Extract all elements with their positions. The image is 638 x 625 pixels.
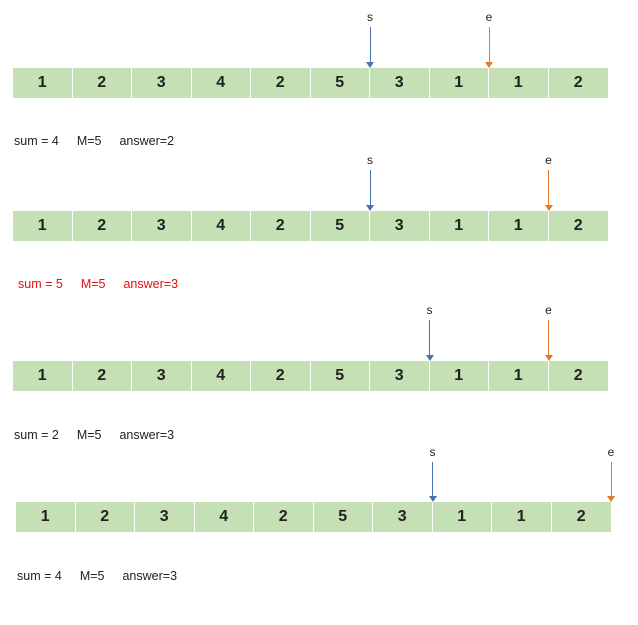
array-cell: 2 [251, 68, 311, 98]
array-cell: 1 [489, 68, 549, 98]
array-cell: 4 [191, 68, 251, 98]
sum-value: sum = 5 [18, 277, 63, 291]
start-pointer: s [360, 10, 380, 68]
sum-value: sum = 4 [17, 569, 62, 583]
array-cell: 1 [13, 68, 73, 98]
array-cell: 1 [432, 502, 492, 532]
array-cell: 4 [191, 211, 251, 241]
arrow-down-icon [366, 205, 374, 211]
arrow-shaft [369, 27, 371, 62]
array-cell: 2 [75, 502, 135, 532]
sum-value: sum = 2 [14, 428, 59, 442]
array-cell: 2 [548, 361, 608, 391]
start-pointer: s [420, 303, 440, 361]
m-value: M=5 [80, 277, 106, 291]
array-cell: 1 [13, 211, 73, 241]
status-line: sum = 4 M=5 answer=2 [14, 134, 192, 148]
start-pointer: s [360, 153, 380, 211]
end-pointer-label: e [607, 445, 615, 459]
array-cell: 1 [13, 361, 73, 391]
array-cell: 2 [551, 502, 611, 532]
m-value: M=5 [76, 428, 102, 442]
arrow-down-icon [425, 355, 434, 361]
arrow-shaft [610, 462, 612, 496]
arrow-shaft [429, 320, 430, 355]
start-pointer: s [423, 445, 443, 502]
end-pointer-label: e [545, 153, 552, 167]
array-cell: 2 [251, 211, 311, 241]
start-pointer-label: s [367, 153, 373, 167]
array-cell: 1 [429, 361, 489, 391]
start-pointer-label: s [367, 10, 373, 24]
array-cell: 1 [429, 211, 489, 241]
array-cell: 2 [72, 68, 132, 98]
arrow-shaft [369, 170, 371, 205]
arrow-down-icon [428, 496, 437, 502]
array-cell: 1 [492, 502, 552, 532]
end-pointer: e [539, 153, 559, 211]
array-cell: 3 [135, 502, 195, 532]
status-line: sum = 5 M=5 answer=3 [18, 277, 196, 291]
answer-value: answer=3 [123, 277, 179, 291]
status-line: sum = 4 M=5 answer=3 [17, 569, 195, 583]
array-cell: 4 [194, 502, 254, 532]
array-cell: 2 [72, 211, 132, 241]
array-cell: 1 [489, 361, 549, 391]
array-cell: 5 [313, 502, 373, 532]
arrow-shaft [548, 320, 549, 355]
array-cell: 5 [310, 361, 370, 391]
end-pointer-label: e [485, 10, 493, 24]
status-line: sum = 2 M=5 answer=3 [14, 428, 192, 442]
array-cell: 2 [548, 211, 608, 241]
array-cell: 3 [370, 211, 430, 241]
array-cell: 5 [310, 211, 370, 241]
arrow-shaft [432, 462, 433, 496]
end-pointer-label: e [545, 303, 552, 317]
array-cell: 4 [191, 361, 251, 391]
m-value: M=5 [76, 134, 102, 148]
array-cell: 1 [16, 502, 76, 532]
arrow-shaft [548, 170, 549, 205]
end-pointer: e [479, 10, 499, 68]
sum-value: sum = 4 [14, 134, 59, 148]
m-value: M=5 [79, 569, 105, 583]
arrow-down-icon [485, 62, 493, 68]
array-cell: 3 [370, 361, 430, 391]
array-cell: 3 [132, 68, 192, 98]
array-cell: 3 [132, 361, 192, 391]
arrow-down-icon [366, 62, 374, 68]
arrow-down-icon [607, 496, 615, 502]
answer-value: answer=2 [119, 134, 175, 148]
array-cell: 3 [132, 211, 192, 241]
end-pointer: e [601, 445, 621, 502]
arrow-down-icon [544, 355, 553, 361]
array-cell: 3 [370, 68, 430, 98]
array-cell: 2 [254, 502, 314, 532]
array-cell: 2 [72, 361, 132, 391]
array-cell: 1 [429, 68, 489, 98]
array-cell: 2 [251, 361, 311, 391]
array-cell: 2 [548, 68, 608, 98]
array-cell: 3 [373, 502, 433, 532]
start-pointer-label: s [426, 303, 433, 317]
arrow-down-icon [544, 205, 553, 211]
end-pointer: e [539, 303, 559, 361]
arrow-shaft [488, 27, 490, 62]
array-cell: 1 [489, 211, 549, 241]
start-pointer-label: s [429, 445, 436, 459]
array-cell: 5 [310, 68, 370, 98]
answer-value: answer=3 [122, 569, 178, 583]
answer-value: answer=3 [119, 428, 175, 442]
